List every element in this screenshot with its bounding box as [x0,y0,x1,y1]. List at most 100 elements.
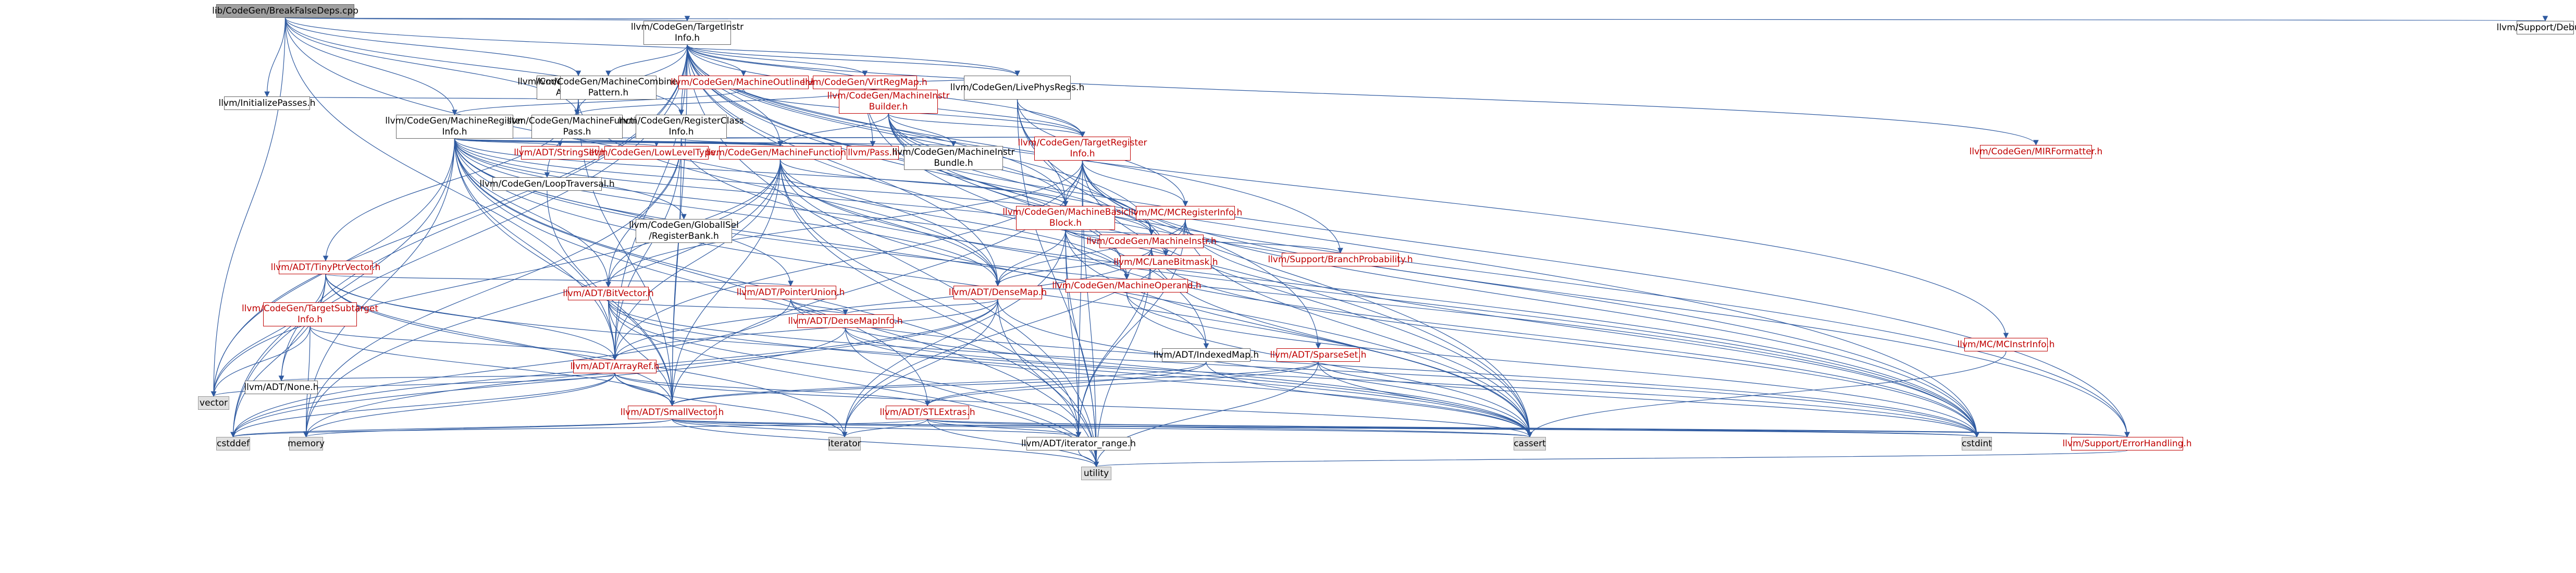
edge-root-debug [285,16,2546,21]
node-machine-instr-bundle[interactable]: llvm/CodeGen/MachineInstr Bundle.h [893,146,1014,170]
node-machine-instr[interactable]: llvm/CodeGen/MachineInstr.h [1086,235,1217,248]
node-vector[interactable]: vector [198,396,229,410]
node-machine-basic-block[interactable]: llvm/CodeGen/MachineBasic Block.h [1002,206,1129,230]
node-mc-instr-info[interactable]: llvm/MC/MCInstrInfo.h [1958,338,2054,351]
edge-mout-mri [452,89,744,116]
node-stl-extras[interactable]: llvm/ADT/STLExtras.h [880,406,975,419]
edge-tri-bitvec [605,160,1083,288]
edge-mf-arrayref [612,159,781,361]
edge-bitvec-dmi [608,300,848,315]
node-machine-register-info[interactable]: llvm/CodeGen/MachineRegister Info.h [385,115,524,139]
node-pointer-union[interactable]: llvm/ADT/PointerUnion.h [737,286,845,299]
node-error-handling[interactable]: llvm/Support/ErrorHandling.h [2062,437,2192,450]
edge-arrayref-stlextras [614,373,931,407]
edge-mri-stlextras [454,138,931,407]
node-iterator-range[interactable]: llvm/ADT/iterator_range.h [1021,437,1136,450]
node-root[interactable]: lib/CodeGen/BreakFalseDeps.cpp [212,4,358,18]
node-bit-vector[interactable]: llvm/ADT/BitVector.h [563,287,654,300]
edge-tinyptr-none [278,274,326,382]
edge-bitvec-cassert [608,300,1533,438]
edge-dmi-cassert [845,327,1533,438]
edge-root-initp [264,17,286,97]
node-mc-register-info[interactable]: llvm/MC/MCRegisterInfo.h [1129,206,1242,220]
edge-mib-tri [888,113,1085,138]
edge-tii-lpr [687,44,1020,77]
node-machine-function-pass[interactable]: llvm/CodeGen/MachineFunction Pass.h [507,115,647,139]
edge-lpr-tri [1017,99,1085,138]
node-machine-function[interactable]: llvm/CodeGen/MachineFunction.h [706,146,854,160]
edge-tsi-arrayref [309,326,618,361]
node-support-debug[interactable]: llvm/Support/Debug.h [2497,21,2576,34]
node-machine-combiner-pattern[interactable]: llvm/CodeGen/MachineCombiner Pattern.h [536,76,681,100]
edge-smallvec-utility [672,419,1099,468]
edge-mri-utility [454,138,1099,468]
edge-mf-itrange [779,159,1082,438]
node-small-vector[interactable]: llvm/ADT/SmallVector.h [621,406,724,419]
edge-densemap-utility [997,299,1099,468]
edge-mcri-cstdint [1185,219,1980,438]
edge-tii-mirfmt [687,44,2039,146]
edge-densemap-dmi [843,299,998,315]
node-loop-traversal[interactable]: llvm/CodeGen/LoopTraversal.h [479,177,615,191]
node-live-phys-regs[interactable]: llvm/CodeGen/LivePhysRegs.h [950,76,1084,100]
node-low-level-type[interactable]: llvm/CodeGen/LowLevelType.h [589,146,724,160]
edge-mri-cstddef [230,138,455,438]
edge-dmi-cstddef [230,327,846,438]
node-dense-map[interactable]: llvm/ADT/DenseMap.h [949,286,1047,299]
edge-mri-llt [454,138,659,147]
node-memory[interactable]: memory [288,437,325,450]
node-dense-map-info[interactable]: llvm/ADT/DenseMapInfo.h [788,314,903,328]
edge-arrayref-memory [303,373,615,438]
edge-stlextras-itrange [927,419,1082,438]
edge-idxmap-stlextras [924,361,1207,407]
edge-mri-mo [454,138,1130,280]
node-tiny-ptr-vector[interactable]: llvm/ADT/TinyPtrVector.h [271,261,380,274]
edge-idxmap-cassert [1206,361,1533,438]
edge-rci-mf [680,138,783,147]
edge-mri-bitvec [454,138,611,288]
node-pass[interactable]: llvm/Pass.h [847,146,899,160]
node-cstddef[interactable]: cstddef [216,437,250,450]
node-register-class-info[interactable]: llvm/CodeGen/RegisterClass Info.h [618,115,744,139]
node-cassert[interactable]: cassert [1514,437,1546,450]
edge-mf-utility [779,159,1099,468]
node-virt-reg-map[interactable]: llvm/CodeGen/VirtRegMap.h [802,76,927,89]
node-lane-bitmask[interactable]: llvm/MC/LaneBitmask.h [1113,255,1218,269]
edge-lpr-cassert [1017,99,1533,438]
node-target-instr-info[interactable]: llvm/CodeGen/TargetInstr Info.h [631,21,744,45]
node-utility[interactable]: utility [1081,467,1111,480]
edge-tinyptr-ptrunion [325,274,794,287]
node-globalisel-register-bank[interactable]: llvm/CodeGen/GlobalISel /RegisterBank.h [629,219,739,243]
node-branch-probability[interactable]: llvm/Support/BranchProbability.h [1268,253,1413,266]
node-adt-none[interactable]: llvm/ADT/None.h [244,381,319,394]
node-iterator[interactable]: iterator [828,437,861,450]
node-sparse-set[interactable]: llvm/ADT/SparseSet.h [1270,348,1367,362]
node-indexed-map[interactable]: llvm/ADT/IndexedMap.h [1154,348,1259,362]
node-array-ref[interactable]: llvm/ADT/ArrayRef.h [571,360,659,373]
node-target-register-info[interactable]: llvm/CodeGen/TargetRegister Info.h [1018,137,1147,161]
edge-smallvec-cstddef [230,419,673,438]
node-machine-instr-builder[interactable]: llvm/CodeGen/MachineInstr Builder.h [827,90,949,114]
node-mir-formatter[interactable]: llvm/CodeGen/MIRFormatter.h [1970,145,2102,159]
edge-mri-arrayref [454,138,618,361]
edge-mi-cstdint [1151,248,1980,438]
node-initialize-passes[interactable]: llvm/InitializePasses.h [218,96,316,110]
edge-tinyptr-vector [210,274,326,397]
edge-densemap-cassert [997,299,1533,438]
edge-densemap-iterator [841,299,998,438]
edge-mri-smallvec [454,138,675,407]
edge-mri-strset [454,138,563,147]
edge-tii-mout [687,44,747,77]
edge-smallvec-errh [672,419,2129,438]
node-machine-operand[interactable]: llvm/CodeGen/MachineOperand.h [1052,279,1202,292]
node-cstdint[interactable]: cstdint [1962,437,1992,450]
edge-mbb-itrange [1065,229,1082,438]
edge-smallvec-cassert [672,419,1532,438]
edge-tii-vrm [687,44,868,77]
node-target-subtarget-info[interactable]: llvm/CodeGen/TargetSubtarget Info.h [242,302,378,326]
node-machine-outliner[interactable]: llvm/CodeGen/MachineOutliner.h [671,76,816,89]
edge-stlextras-utility [927,419,1099,468]
edge-mcii-cassert [1527,351,2007,438]
edge-arrayref-none [279,373,615,382]
node-string-set[interactable]: llvm/ADT/StringSet.h [514,146,606,160]
